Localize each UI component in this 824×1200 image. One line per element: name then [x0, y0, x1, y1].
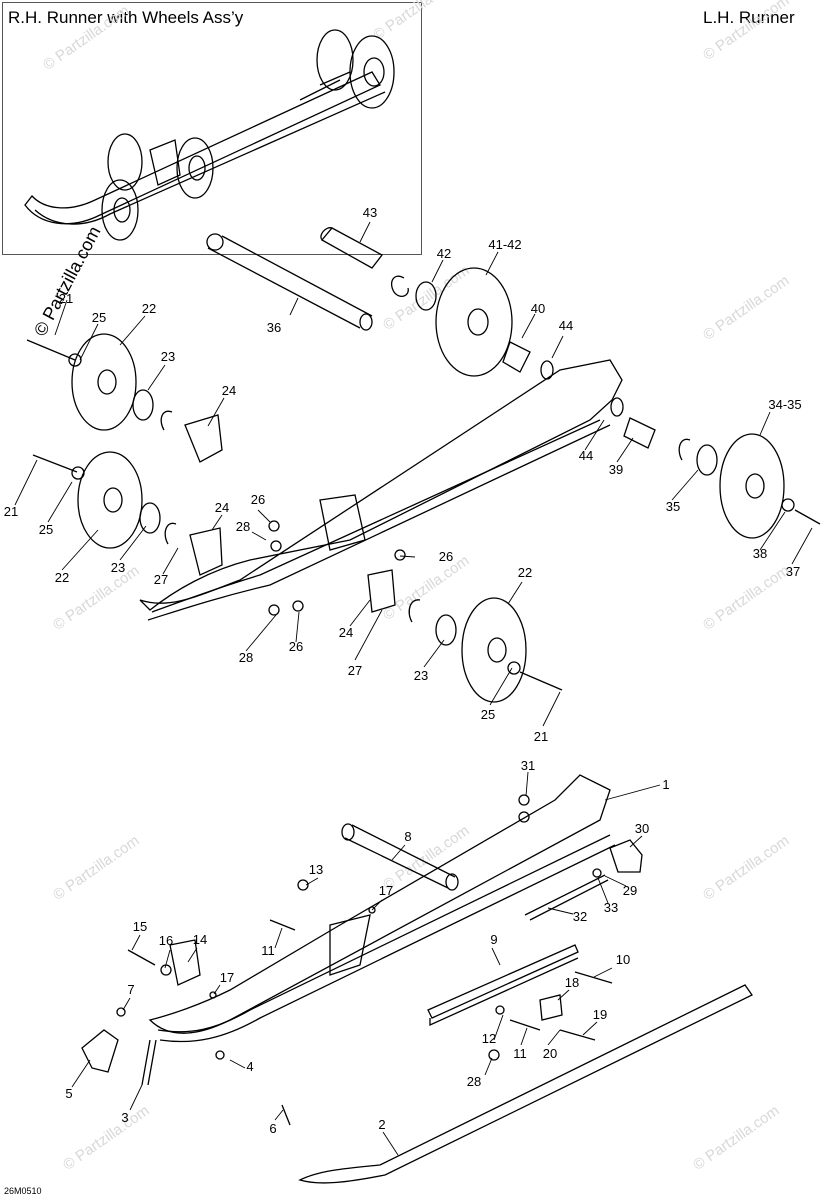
inset-runner-drawing — [24, 29, 395, 241]
callout-9: 9 — [490, 932, 497, 947]
callout-38: 38 — [753, 546, 767, 561]
part-42-bearing — [415, 281, 437, 311]
callout-12: 12 — [482, 1031, 496, 1046]
part-3-pin — [141, 1039, 157, 1086]
upper-runner-rail — [139, 359, 623, 621]
callout-20: 20 — [543, 1046, 557, 1061]
callout-21: 21 — [534, 729, 548, 744]
callout-36: 36 — [267, 320, 281, 335]
leader-lines — [14, 221, 813, 1156]
part-42-circlip — [390, 275, 409, 298]
callout-17: 17 — [220, 970, 234, 985]
inset-title: R.H. Runner with Wheels Ass’y — [8, 8, 244, 27]
part-30-block — [609, 839, 643, 873]
callout-44: 44 — [559, 318, 573, 333]
callout-23: 23 — [111, 560, 125, 575]
callout-6: 6 — [269, 1121, 276, 1136]
callout-35: 35 — [666, 499, 680, 514]
callout-43: 43 — [363, 205, 377, 220]
part-5-stopper — [81, 1029, 119, 1073]
callout-22: 22 — [518, 565, 532, 580]
callout-22: 22 — [142, 301, 156, 316]
part-32-bolt — [524, 874, 609, 921]
callout-34-35: 34-35 — [768, 397, 801, 412]
callout-25: 25 — [39, 522, 53, 537]
callout-8: 8 — [404, 829, 411, 844]
part-2-runner-ski — [298, 984, 753, 1184]
wheel-set-lower-right — [268, 549, 563, 703]
callout-5: 5 — [65, 1086, 72, 1101]
callout-32: 32 — [573, 909, 587, 924]
callout-17: 17 — [379, 883, 393, 898]
callout-33: 33 — [604, 900, 618, 915]
part-40-spacer — [502, 341, 531, 373]
callout-10: 10 — [616, 952, 630, 967]
callout-26: 26 — [289, 639, 303, 654]
diagram-code: 26M0510 — [4, 1186, 42, 1196]
inset-box — [2, 2, 422, 255]
callout-30: 30 — [635, 821, 649, 836]
callout-14: 14 — [193, 932, 207, 947]
callout-28: 28 — [467, 1074, 481, 1089]
callout-19: 19 — [593, 1007, 607, 1022]
callout-31: 31 — [521, 758, 535, 773]
wheel-set-right — [610, 397, 821, 539]
callout-22: 22 — [55, 570, 69, 585]
callout-11: 11 — [261, 943, 275, 958]
callout-7: 7 — [127, 982, 134, 997]
callout-18: 18 — [565, 975, 579, 990]
wheel-set-middle-left — [32, 451, 282, 576]
callout-28: 28 — [239, 650, 253, 665]
main-title: L.H. Runner — [703, 8, 795, 27]
part-9-slide — [427, 944, 579, 1027]
callout-27: 27 — [348, 663, 362, 678]
callout-21: 21 — [59, 291, 73, 306]
callout-40: 40 — [531, 301, 545, 316]
callout-2: 2 — [378, 1117, 385, 1132]
part-36-shaft — [206, 233, 373, 331]
callout-41-42: 41-42 — [488, 237, 521, 252]
callout-1: 1 — [662, 777, 669, 792]
callout-28: 28 — [236, 519, 250, 534]
callout-39: 39 — [609, 462, 623, 477]
callout-24: 24 — [222, 383, 236, 398]
callout-25: 25 — [481, 707, 495, 722]
callout-23: 23 — [414, 668, 428, 683]
callout-27: 27 — [154, 572, 168, 587]
part-8-shaft — [341, 823, 459, 891]
part-43-spacer — [320, 227, 383, 269]
callout-labels: 43 42 41-42 40 44 36 21 25 22 23 24 34-3… — [4, 205, 802, 1136]
callout-26: 26 — [251, 492, 265, 507]
callout-23: 23 — [161, 349, 175, 364]
callout-15: 15 — [133, 919, 147, 934]
callout-24: 24 — [215, 500, 229, 515]
callout-3: 3 — [121, 1110, 128, 1125]
callout-16: 16 — [159, 933, 173, 948]
fasteners — [116, 794, 613, 1126]
lower-runner-rail — [148, 774, 616, 1043]
part-18-bumper — [539, 994, 563, 1021]
callout-25: 25 — [92, 310, 106, 325]
callout-42: 42 — [437, 246, 451, 261]
callout-4: 4 — [246, 1059, 253, 1074]
callout-26: 26 — [439, 549, 453, 564]
callout-21: 21 — [4, 504, 18, 519]
callout-29: 29 — [623, 883, 637, 898]
callout-24: 24 — [339, 625, 353, 640]
part-41-wheel — [435, 267, 513, 377]
callout-11: 11 — [513, 1046, 527, 1061]
callout-37: 37 — [786, 564, 800, 579]
callout-13: 13 — [309, 862, 323, 877]
callout-44: 44 — [579, 448, 593, 463]
wheel-set-upper-left — [26, 333, 223, 463]
